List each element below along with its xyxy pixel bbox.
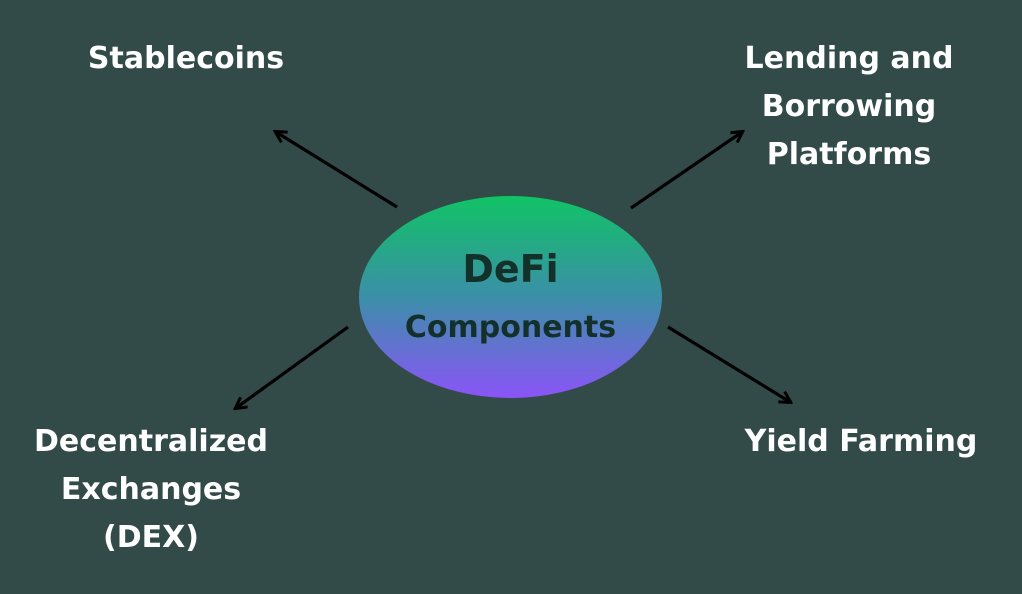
node-yield-farming: Yield Farming	[726, 418, 996, 466]
center-title: DeFi	[462, 247, 559, 291]
arrow-to-stablecoins	[276, 132, 398, 209]
center-subtitle: Components	[404, 310, 617, 345]
node-lending-line-1: Lending and	[744, 41, 954, 76]
node-lending-borrowing: Lending and Borrowing Platforms	[718, 35, 980, 179]
arrow-to-lending	[630, 132, 742, 210]
node-dex-line-2: Exchanges	[60, 472, 242, 507]
node-dex: Decentralized Exchanges (DEX)	[20, 418, 282, 562]
node-dex-line-1: Decentralized	[34, 424, 268, 459]
node-stablecoins: Stablecoins	[70, 35, 302, 83]
arrow-to-yield	[667, 325, 790, 402]
center-ellipse	[359, 196, 662, 398]
arrow-to-dex	[236, 325, 349, 408]
node-lending-line-2: Borrowing	[761, 89, 937, 124]
node-stablecoins-line: Stablecoins	[87, 41, 285, 76]
node-dex-line-3: (DEX)	[103, 520, 199, 555]
node-yield-line: Yield Farming	[744, 424, 978, 459]
node-lending-line-3: Platforms	[766, 137, 932, 172]
